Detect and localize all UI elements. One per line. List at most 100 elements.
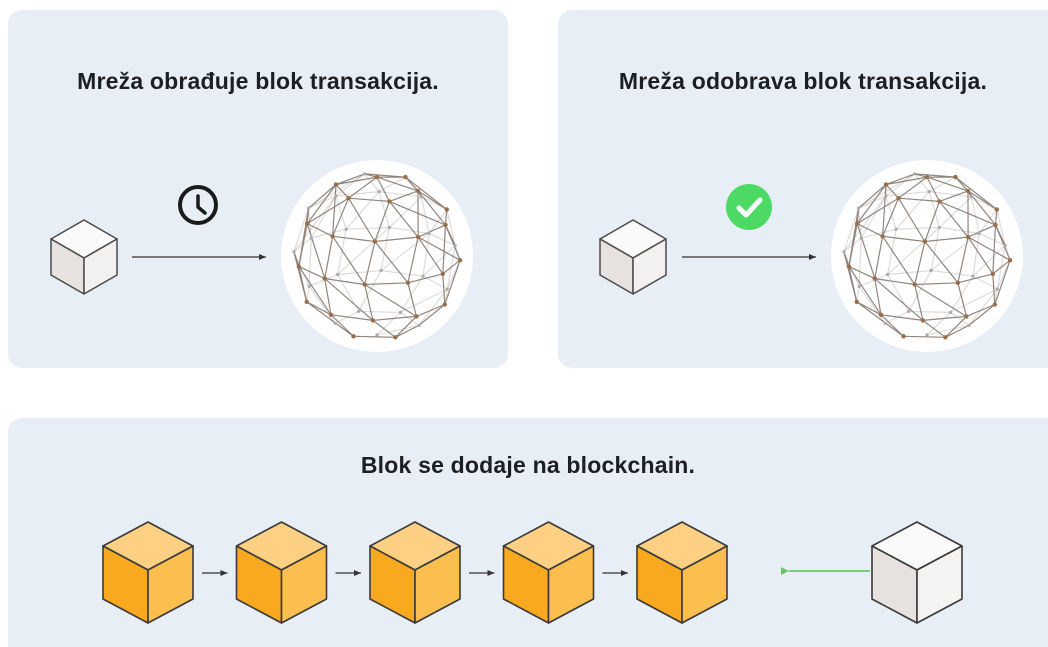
globe-edge bbox=[908, 310, 951, 313]
globe-node bbox=[886, 272, 890, 277]
globe-edge bbox=[376, 311, 401, 336]
globe-edge bbox=[400, 311, 420, 326]
globe-edge bbox=[442, 273, 446, 305]
globe-edge bbox=[898, 197, 940, 202]
globe-node bbox=[955, 280, 961, 285]
globe-edge bbox=[444, 224, 456, 246]
globe-node bbox=[414, 314, 419, 319]
globe-edge bbox=[914, 282, 958, 286]
globe-node bbox=[304, 299, 309, 304]
globe-edge bbox=[848, 266, 858, 302]
globe-edge bbox=[887, 229, 897, 275]
chain-block bbox=[369, 521, 461, 624]
globe-edge bbox=[337, 274, 360, 312]
globe-node bbox=[415, 234, 421, 240]
globe-node bbox=[878, 312, 884, 317]
globe-node bbox=[967, 323, 971, 327]
panel-title: Mreža obrađuje blok transakcija. bbox=[77, 68, 439, 94]
chain-block bbox=[102, 521, 194, 624]
globe-node bbox=[363, 172, 367, 176]
globe-edge bbox=[996, 209, 1006, 246]
globe-node bbox=[405, 280, 411, 285]
globe-edge bbox=[843, 208, 860, 252]
globe-node bbox=[377, 190, 381, 194]
globe-edge bbox=[914, 173, 930, 192]
clock-icon bbox=[178, 185, 218, 225]
globe-edge bbox=[992, 224, 997, 274]
globe-edge bbox=[405, 176, 448, 210]
globe-edge bbox=[330, 314, 373, 321]
globe-edge bbox=[446, 245, 456, 290]
globe-node bbox=[346, 196, 351, 201]
globe-edge bbox=[972, 233, 980, 277]
globe-edge bbox=[335, 191, 380, 197]
globe-edge bbox=[308, 238, 312, 287]
globe-node bbox=[370, 318, 376, 323]
globe-edge bbox=[939, 226, 980, 234]
globe-edge bbox=[861, 228, 897, 239]
globe-node bbox=[846, 264, 852, 269]
globe-node bbox=[964, 314, 969, 319]
globe-edge bbox=[399, 275, 424, 313]
globe-edge bbox=[358, 270, 382, 312]
globe-node bbox=[427, 231, 431, 235]
globe-edge bbox=[874, 278, 915, 286]
globe-node bbox=[990, 271, 995, 277]
globe-node bbox=[977, 231, 981, 235]
globe-node bbox=[419, 195, 423, 199]
globe-node bbox=[372, 239, 378, 244]
globe-edge bbox=[444, 260, 461, 305]
globe-edge bbox=[903, 335, 946, 338]
globe-node bbox=[920, 318, 926, 323]
globe-node bbox=[351, 334, 356, 339]
globe-edge bbox=[418, 288, 448, 326]
globe-edge bbox=[843, 251, 860, 287]
globe-edge bbox=[364, 282, 408, 286]
globe-edge bbox=[335, 184, 349, 199]
globe-node bbox=[994, 207, 999, 212]
globe-node bbox=[403, 174, 408, 180]
globe-node bbox=[296, 264, 302, 269]
globe-node bbox=[292, 250, 296, 254]
globe-node bbox=[953, 174, 958, 180]
globe-edge bbox=[924, 241, 959, 284]
globe-edge bbox=[895, 191, 930, 230]
globe-edge bbox=[978, 232, 1006, 246]
globe-edge bbox=[928, 176, 956, 193]
globe-node bbox=[880, 234, 885, 239]
globe-edge bbox=[358, 310, 401, 313]
globe-edge bbox=[885, 173, 915, 197]
globe-node bbox=[937, 199, 942, 204]
globe-edge bbox=[848, 266, 876, 280]
globe-node bbox=[333, 321, 337, 325]
globe-edge bbox=[955, 176, 972, 198]
globe-node bbox=[856, 206, 861, 210]
chain-block bbox=[636, 521, 728, 624]
globe-node bbox=[859, 236, 863, 240]
globe-edge bbox=[938, 201, 969, 238]
globe-edge bbox=[407, 236, 419, 283]
globe-edge bbox=[856, 286, 860, 302]
globe-edge bbox=[405, 176, 422, 198]
transaction-block bbox=[599, 219, 667, 295]
globe-edge bbox=[939, 200, 996, 226]
globe-edge bbox=[898, 176, 928, 199]
globe-edge bbox=[885, 184, 899, 199]
globe-edge bbox=[885, 176, 928, 186]
globe-edge bbox=[389, 190, 419, 202]
globe-edge bbox=[308, 286, 336, 324]
globe-edge bbox=[308, 173, 365, 209]
globe-node bbox=[421, 274, 425, 278]
globe-edge bbox=[332, 197, 350, 237]
globe-edge bbox=[308, 195, 337, 209]
globe-edge bbox=[298, 266, 332, 316]
globe-edge bbox=[374, 236, 419, 243]
globe-edge bbox=[364, 284, 374, 321]
globe-edge bbox=[311, 228, 347, 239]
globe-node bbox=[924, 174, 930, 180]
globe-node bbox=[922, 239, 928, 244]
globe-edge bbox=[926, 324, 970, 336]
globe-edge bbox=[428, 209, 448, 234]
globe-edge bbox=[860, 195, 887, 239]
